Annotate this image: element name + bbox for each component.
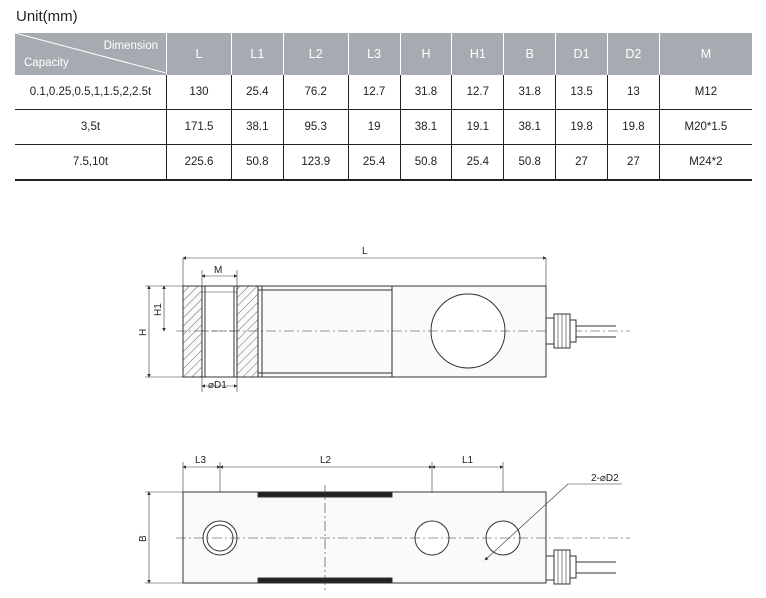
dim-label-M: M	[214, 265, 222, 276]
column-header: M	[658, 33, 752, 75]
dim-label-D1: ⌀D1	[208, 380, 227, 391]
table-cell: 171.5	[166, 109, 232, 145]
table-cell: 19.1	[451, 109, 504, 145]
table-row: 7.5,10t 225.6 50.8 123.9 25.4 50.8 25.4 …	[15, 144, 752, 181]
capacity-cell: 7.5,10t	[15, 144, 167, 181]
table-cell: 12.7	[347, 75, 401, 110]
dim-label-H: H	[138, 329, 149, 336]
dim-label-H1: H1	[153, 303, 164, 316]
column-header: L	[166, 33, 232, 75]
column-header: L1	[230, 33, 284, 75]
table-cell: 13.5	[555, 75, 608, 110]
table-cell: 38.1	[503, 109, 556, 145]
dim-label-L: L	[362, 246, 368, 257]
table-cell: 50.8	[399, 144, 452, 181]
table-cell: 31.8	[399, 75, 452, 110]
capacity-header-label: Capacity	[24, 57, 69, 69]
table-cell: 25.4	[230, 75, 284, 110]
table-cell: 123.9	[282, 144, 349, 181]
table-cell: 13	[606, 75, 660, 110]
table-row: 0.1,0.25,0.5,1,1.5,2,2.5t 130 25.4 76.2 …	[15, 75, 752, 110]
diagonal-divider	[15, 33, 166, 73]
table-cell: 25.4	[347, 144, 401, 181]
table-cell: 38.1	[230, 109, 284, 145]
table-cell: 38.1	[399, 109, 452, 145]
table-cell: 19.8	[606, 109, 660, 145]
dimension-header-label: Dimension	[103, 40, 158, 52]
table-cell: 76.2	[282, 75, 349, 110]
side-view	[145, 256, 630, 392]
column-header: H1	[451, 33, 504, 75]
table-cell: 50.8	[503, 144, 556, 181]
table-cell: M12	[658, 75, 752, 110]
table-cell: 130	[166, 75, 232, 110]
column-header: D2	[606, 33, 660, 75]
table-row: 3,5t 171.5 38.1 95.3 19 38.1 19.1 38.1 1…	[15, 109, 752, 145]
table-cell: 27	[606, 144, 660, 181]
column-header: L3	[347, 33, 401, 75]
table-cell: M24*2	[658, 144, 752, 181]
table-cell: 19.8	[555, 109, 608, 145]
dim-label-L1: L1	[462, 455, 474, 466]
dim-label-L2: L2	[320, 455, 332, 466]
column-header: H	[399, 33, 452, 75]
table-cell: 12.7	[451, 75, 504, 110]
top-view	[145, 462, 630, 590]
capacity-cell: 3,5t	[15, 109, 167, 145]
dim-label-L3: L3	[195, 455, 207, 466]
table-header-row: Dimension Capacity L L1 L2 L3 H H1 B D1 …	[15, 33, 752, 75]
table-cell: M20*1.5	[658, 109, 752, 145]
column-header: D1	[555, 33, 608, 75]
table-cell: 19	[347, 109, 401, 145]
table-cell: 27	[555, 144, 608, 181]
capacity-cell: 0.1,0.25,0.5,1,1.5,2,2.5t	[15, 75, 167, 110]
table-cell: 50.8	[230, 144, 284, 181]
table-cell: 225.6	[166, 144, 232, 181]
dim-label-D2: 2-⌀D2	[591, 473, 619, 484]
column-header: B	[503, 33, 556, 75]
table-cell: 31.8	[503, 75, 556, 110]
dim-label-B: B	[138, 535, 149, 542]
diagonal-header-cell: Dimension Capacity	[15, 33, 167, 75]
dimension-table: Dimension Capacity L L1 L2 L3 H H1 B D1 …	[15, 33, 752, 181]
table-cell: 25.4	[451, 144, 504, 181]
table-cell: 95.3	[282, 109, 349, 145]
unit-label: Unit(mm)	[16, 8, 78, 25]
column-header: L2	[282, 33, 349, 75]
